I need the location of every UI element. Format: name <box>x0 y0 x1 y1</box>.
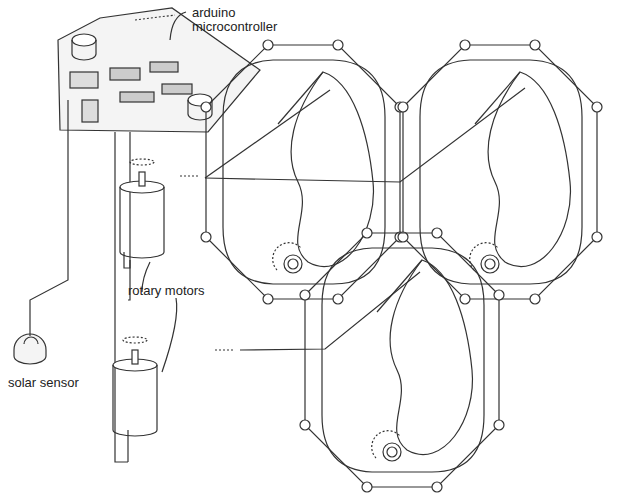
control-cables <box>205 88 525 350</box>
petal-tip <box>475 72 520 124</box>
cell-membrane <box>322 248 484 472</box>
hexagon-cell <box>398 40 602 304</box>
frame-joint <box>530 40 540 50</box>
frame-joint <box>460 40 470 50</box>
frame-joint <box>333 294 343 304</box>
pivot-motor <box>284 255 302 273</box>
frame-joint <box>201 232 211 242</box>
frame-joint <box>432 228 442 238</box>
hexagon-cell <box>300 228 504 492</box>
frame-joint <box>263 40 273 50</box>
solar-sensor <box>14 334 46 364</box>
rotary-motor <box>120 159 164 258</box>
hexagon-frame <box>403 45 597 299</box>
callout-label: solar sensor <box>8 376 98 390</box>
frame-joint <box>201 102 211 112</box>
frame-joint <box>592 232 602 242</box>
frame-joint <box>530 294 540 304</box>
callout-label: rotary motors <box>128 284 238 298</box>
petal-tip <box>278 72 323 124</box>
louver-petal <box>488 72 570 267</box>
pivot-shaft <box>288 259 298 269</box>
louver-petal <box>291 72 373 267</box>
frame-joint <box>592 102 602 112</box>
rotary-motor <box>113 337 157 436</box>
frame-joint <box>300 290 310 300</box>
frame-joint <box>263 294 273 304</box>
pivot-motor <box>383 443 401 461</box>
frame-joint <box>460 294 470 304</box>
cell-membrane <box>223 60 385 284</box>
pivot-shaft <box>485 259 495 269</box>
wires <box>30 100 130 462</box>
frame-joint <box>432 482 442 492</box>
leader-lines <box>142 12 186 372</box>
hexagon-cell <box>201 40 405 304</box>
louver-petal <box>390 260 472 455</box>
motor-arrows <box>180 176 235 350</box>
frame-joint <box>362 228 372 238</box>
cell-membrane <box>420 60 582 284</box>
frame-joint <box>494 290 504 300</box>
pivot-motor <box>481 255 499 273</box>
callout-label: arduino microcontroller <box>192 6 292 34</box>
rotation-mark <box>273 243 301 270</box>
louver-cells <box>201 40 602 492</box>
frame-joint <box>300 420 310 430</box>
hexagon-frame <box>206 45 400 299</box>
petal-tip <box>377 260 422 312</box>
frame-joint <box>333 40 343 50</box>
rotation-mark <box>372 431 400 458</box>
frame-joint <box>494 420 504 430</box>
frame-joint <box>398 102 408 112</box>
frame-joint <box>362 482 372 492</box>
pivot-shaft <box>387 447 397 457</box>
hexagon-frame <box>305 233 499 487</box>
